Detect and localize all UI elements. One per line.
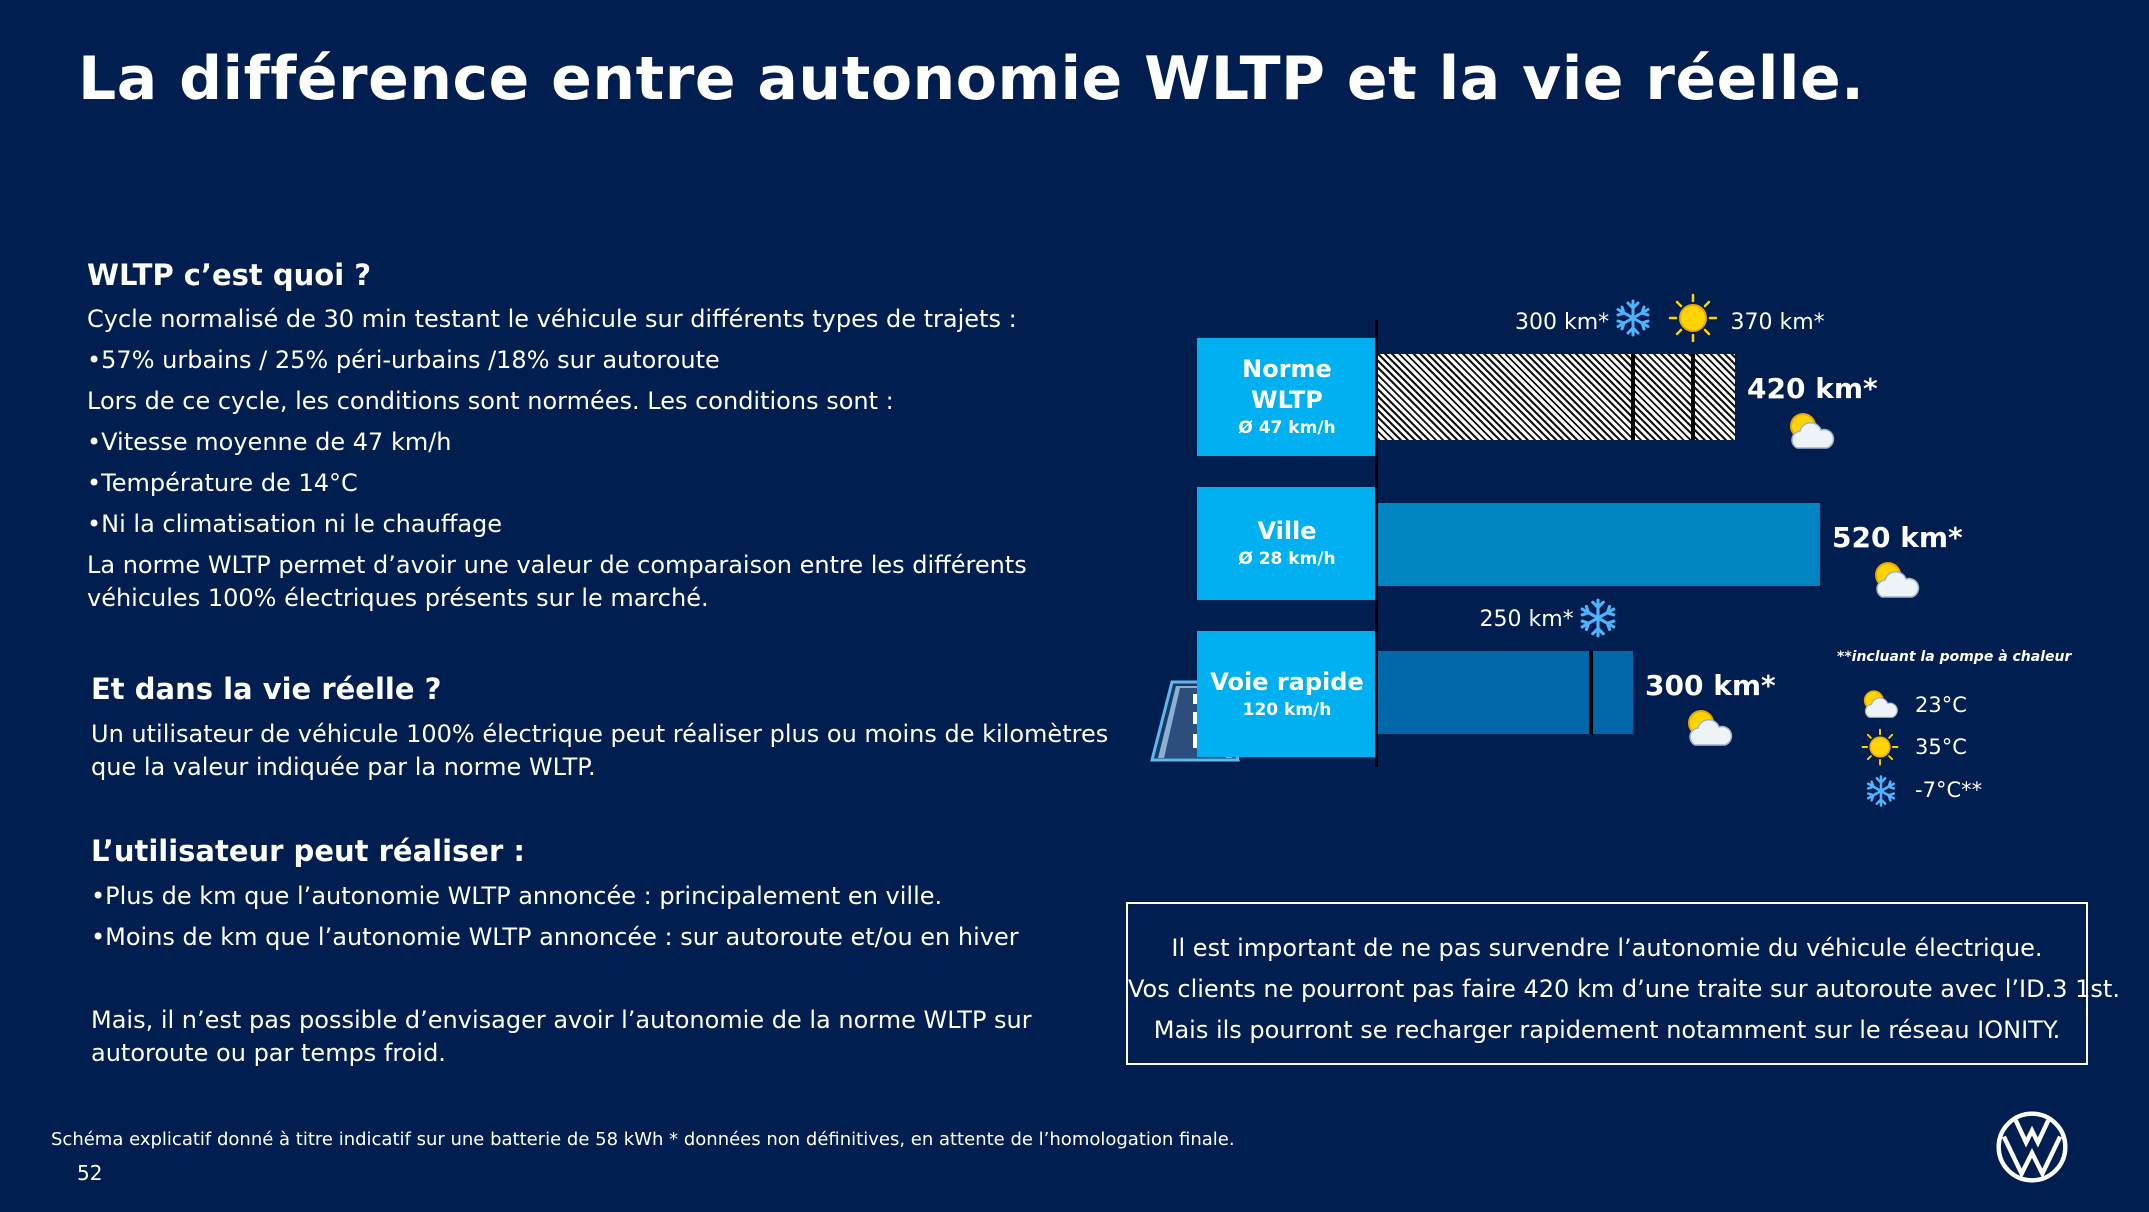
wltp-line: •57% urbains / 25% péri-urbains /18% sur… bbox=[87, 346, 720, 374]
reel-line: Un utilisateur de véhicule 100% électriq… bbox=[91, 720, 1109, 748]
category-speed: Ø 47 km/h bbox=[1238, 418, 1336, 438]
legend-label: 35°C bbox=[1915, 735, 1967, 759]
sun-icon bbox=[1668, 293, 1717, 343]
conclusion-line: Mais, il n’est pas possible d’envisager … bbox=[91, 1006, 1032, 1034]
reel-line: que la valeur indiquée par la norme WLTP… bbox=[91, 753, 596, 781]
category-label: Norme bbox=[1242, 355, 1332, 383]
wltp-text: Cycle normalisé de 30 min testant le véh… bbox=[87, 303, 1027, 615]
sun-cloud-icon bbox=[1863, 690, 1898, 718]
category-label: Ville bbox=[1257, 517, 1317, 545]
marker-label: 250 km* bbox=[1479, 607, 1574, 632]
sun-icon bbox=[1861, 728, 1899, 766]
snowflake-icon bbox=[1866, 775, 1896, 807]
marker-line-300 bbox=[1631, 354, 1635, 440]
wltp-line: Lors de ce cycle, les conditions sont no… bbox=[87, 387, 894, 415]
wltp-line: •Température de 14°C bbox=[87, 469, 358, 497]
value-label: 300 km* bbox=[1645, 669, 1776, 702]
marker-line-370 bbox=[1690, 354, 1695, 440]
utilisateur-line: •Plus de km que l’autonomie WLTP annoncé… bbox=[91, 882, 943, 910]
notice-box: Il est important de ne pas survendre l’a… bbox=[1126, 902, 2120, 1065]
conclusion-text: Mais, il n’est pas possible d’envisager … bbox=[91, 1004, 1032, 1070]
sun-cloud-icon bbox=[1790, 413, 1835, 449]
legend-note: **incluant la pompe à chaleur bbox=[1837, 649, 2072, 665]
sun-cloud-icon bbox=[1688, 710, 1733, 746]
wltp-heading: WLTP c’est quoi ? bbox=[87, 258, 372, 292]
category-norme-wltp: Norme WLTP Ø 47 km/h bbox=[1197, 338, 1377, 456]
value-label: 420 km* bbox=[1747, 372, 1878, 405]
category-speed: Ø 28 km/h bbox=[1238, 549, 1336, 569]
category-speed: 120 km/h bbox=[1242, 699, 1332, 720]
snowflake-icon bbox=[1616, 299, 1650, 337]
category-ville: Ville Ø 28 km/h bbox=[1197, 487, 1377, 600]
wltp-line: La norme WLTP permet d’avoir une valeur … bbox=[87, 551, 1027, 579]
conclusion-line: autoroute ou par temps froid. bbox=[91, 1039, 446, 1067]
legend-label: 23°C bbox=[1915, 693, 1967, 717]
page-title: La différence entre autonomie WLTP et la… bbox=[78, 44, 1865, 114]
utilisateur-heading: L’utilisateur peut réaliser : bbox=[91, 834, 525, 868]
utilisateur-line: •Moins de km que l’autonomie WLTP annonc… bbox=[91, 923, 1019, 951]
marker-label: 300 km* bbox=[1515, 310, 1610, 335]
sun-cloud-icon bbox=[1875, 562, 1920, 598]
value-label: 520 km* bbox=[1832, 521, 1963, 554]
snowflake-icon bbox=[1580, 598, 1615, 638]
notice-line: Il est important de ne pas survendre l’a… bbox=[1171, 934, 2043, 962]
legend-label: -7°C** bbox=[1915, 778, 1983, 802]
reel-text: Un utilisateur de véhicule 100% électriq… bbox=[91, 718, 1108, 784]
bar-norme-wltp bbox=[1378, 354, 1735, 440]
category-voie-rapide: Voie rapide 120 km/h bbox=[1197, 631, 1377, 757]
category-label: Voie rapide bbox=[1210, 667, 1364, 696]
vw-logo bbox=[1996, 1111, 2068, 1183]
chart-axis bbox=[1375, 320, 1378, 767]
notice-line: Mais ils pourront se recharger rapidemen… bbox=[1153, 1016, 2061, 1044]
reel-heading: Et dans la vie réelle ? bbox=[91, 672, 442, 706]
marker-line-250 bbox=[1588, 651, 1593, 734]
page-number: 52 bbox=[77, 1161, 103, 1185]
wltp-line: Cycle normalisé de 30 min testant le véh… bbox=[87, 305, 1017, 333]
wltp-line: •Ni la climatisation ni le chauffage bbox=[87, 510, 503, 538]
category-label: WLTP bbox=[1251, 386, 1323, 414]
bar-voie-rapide bbox=[1378, 651, 1633, 734]
range-chart: Norme WLTP Ø 47 km/h Ville Ø 28 km/h Voi… bbox=[1140, 280, 2100, 840]
wltp-line: •Vitesse moyenne de 47 km/h bbox=[87, 428, 452, 456]
utilisateur-text: •Plus de km que l’autonomie WLTP annoncé… bbox=[91, 880, 1019, 962]
notice-line: Vos clients ne pourront pas faire 420 km… bbox=[1128, 975, 2120, 1003]
footer-note: Schéma explicatif donné à titre indicati… bbox=[51, 1129, 1235, 1150]
marker-label: 370 km* bbox=[1730, 310, 1825, 335]
wltp-line: véhicules 100% électriques présents sur … bbox=[87, 584, 709, 612]
bar-ville bbox=[1378, 503, 1820, 586]
